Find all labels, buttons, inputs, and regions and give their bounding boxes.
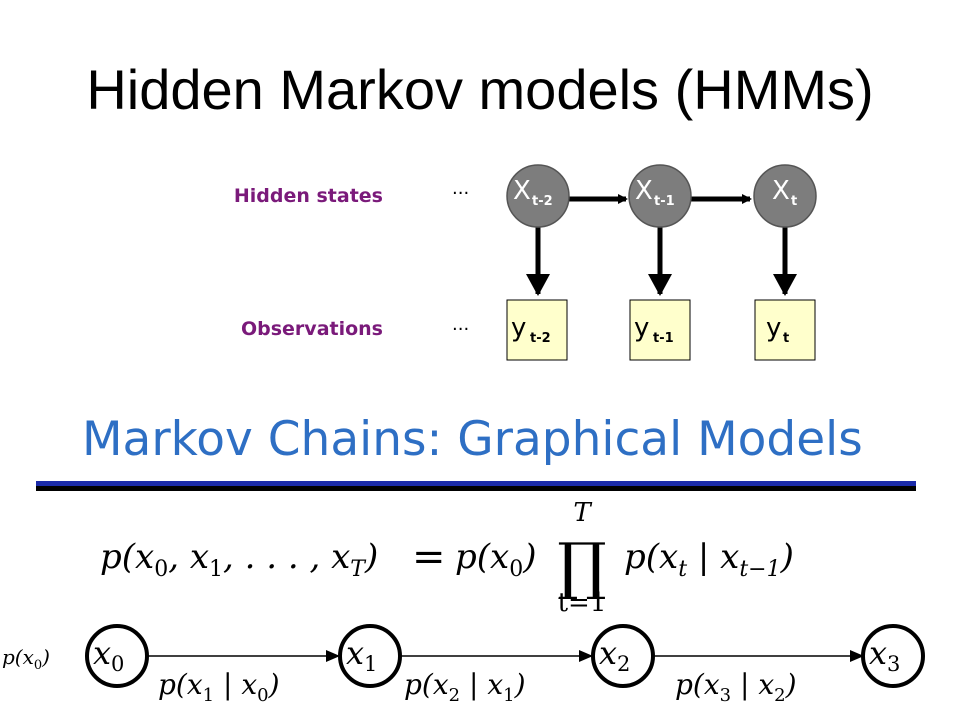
svg-text:=: = — [412, 534, 446, 580]
edge-label-3: p(x3 | x2) — [675, 668, 797, 706]
joint-probability-equation: p(x0, x1, . . . , xT) = p(x0) T ∏ t=1 p(… — [100, 498, 794, 618]
hidden-node-t-1: X t-1 — [628, 164, 692, 228]
svg-text:y: y — [511, 313, 526, 343]
svg-text:t-2: t-2 — [530, 331, 551, 346]
svg-text:x3: x3 — [869, 634, 900, 676]
svg-text:x0: x0 — [93, 634, 124, 676]
observation-node-t-2: y t-2 — [506, 299, 568, 361]
page-title: Hidden Markov models (HMMs) — [86, 58, 874, 121]
svg-text:p(xt | xt−1): p(xt | xt−1) — [624, 537, 794, 582]
svg-text:x1: x1 — [346, 634, 377, 676]
observation-ellipsis: ... — [452, 314, 469, 335]
observation-node-t-1: y t-1 — [629, 299, 691, 361]
svg-text:x2: x2 — [599, 634, 630, 676]
chain-node-x0: x0 — [85, 624, 149, 688]
chain-node-x2: x2 — [591, 624, 655, 688]
chain-node-x1: x1 — [338, 624, 402, 688]
svg-text:p(x0): p(x0) — [455, 537, 536, 582]
svg-text:T: T — [573, 498, 592, 528]
svg-text:t-1: t-1 — [654, 194, 675, 209]
chain-node-x3: x3 — [861, 624, 925, 688]
svg-text:t-2: t-2 — [532, 194, 553, 209]
svg-text:p(x0, x1, . . . , xT): p(x0, x1, . . . , xT) — [100, 537, 378, 582]
svg-text:y: y — [634, 313, 649, 343]
divider-black — [36, 486, 916, 491]
observations-label: Observations — [241, 318, 383, 340]
hidden-node-t: X t — [753, 164, 817, 228]
svg-text:t=1: t=1 — [558, 588, 607, 618]
svg-text:X: X — [772, 176, 790, 206]
svg-text:t: t — [783, 331, 789, 346]
hidden-node-t-2: X t-2 — [506, 164, 570, 228]
hidden-states-label: Hidden states — [234, 185, 383, 207]
divider-blue — [36, 481, 916, 486]
edge-label-1: p(x1 | x0) — [158, 668, 280, 706]
svg-text:t: t — [791, 194, 797, 209]
svg-text:X: X — [513, 176, 531, 206]
edge-label-2: p(x2 | x1) — [404, 668, 526, 706]
hidden-ellipsis: ... — [452, 178, 469, 199]
svg-text:y: y — [766, 313, 781, 343]
svg-text:t-1: t-1 — [653, 331, 674, 346]
markov-chain-title: Markov Chains: Graphical Models — [82, 412, 863, 467]
prior-label: p(x0) — [2, 645, 50, 673]
observation-node-t: y t — [754, 299, 816, 361]
svg-text:∏: ∏ — [557, 529, 606, 602]
svg-text:X: X — [635, 176, 653, 206]
